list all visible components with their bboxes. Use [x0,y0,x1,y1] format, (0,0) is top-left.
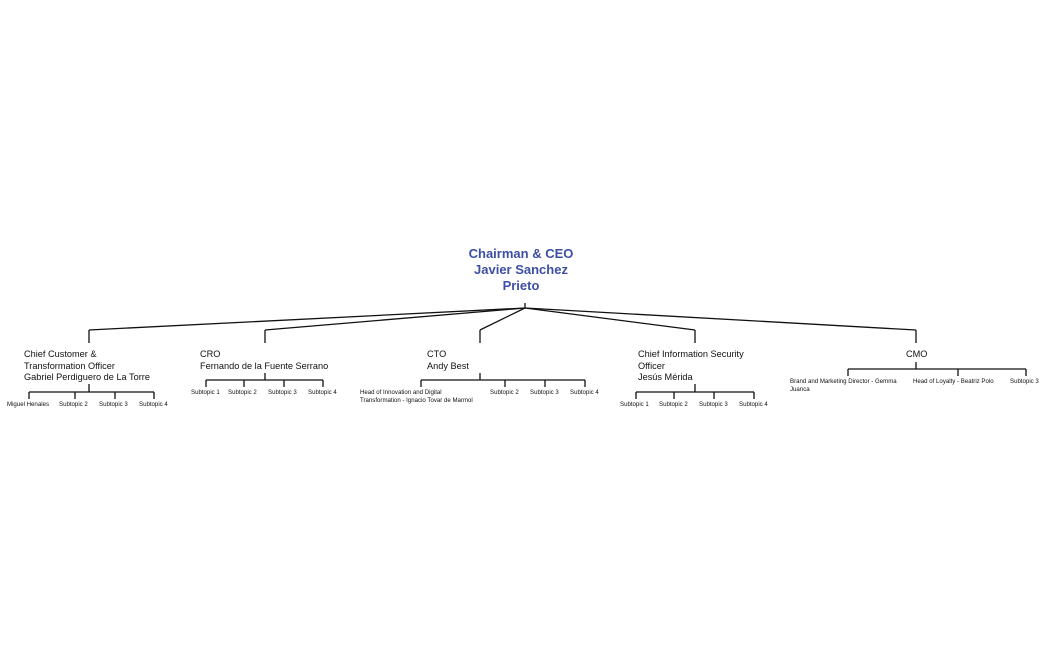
leaf-node: Subtopic 1 [191,389,220,397]
leaf-label: Subtopic 4 [308,389,337,396]
leaf-node: Subtopic 2 [228,389,257,397]
leaf-label: Subtopic 2 [228,389,257,396]
leaf-label: Miguel Henales [7,401,50,408]
branch-line: Jesús Mérida [638,372,693,382]
leaf-label: Transformation - Ignacio Tovar de Marmol [360,397,473,404]
root-to-branch-line [264,307,526,331]
root-to-branch-line [524,307,917,331]
leaf-node: Subtopic 4 [739,401,768,409]
leaf-label: Brand and Marketing Director - Gemma [790,378,897,385]
leaf-node: Subtopic 4 [308,389,337,397]
root-name: Javier Sanchez [474,262,568,277]
leaf-label: Subtopic 3 [530,389,559,396]
leaf-label: Subtopic 2 [490,389,519,396]
branch-line: CRO [200,349,221,359]
root-to-branch-line [524,307,696,331]
branch-line: Fernando de la Fuente Serrano [200,360,329,371]
leaf-node: Miguel Henales [7,401,49,409]
branch-line: Andy Best [427,360,469,371]
root-title: Chairman & CEO [468,246,574,261]
leaf-label: Subtopic 3 [1010,378,1039,385]
leaf-node: Subtopic 4 [139,401,168,409]
leaf-label: Juanca [790,386,810,393]
leaf-node: Subtopic 2 [490,389,519,397]
leaf-label: Subtopic 4 [739,401,768,408]
leaf-node: Head of Innovation and Digital Transform… [360,389,473,405]
branch-line: Chief Information Security [638,349,744,359]
leaf-label: Subtopic 3 [699,401,728,408]
leaf-label: Subtopic 1 [191,389,220,396]
leaf-label: Subtopic 2 [59,401,88,408]
branch-line: CTO [427,349,447,359]
leaf-node: Subtopic 3 [530,389,559,397]
leaf-node: Subtopic 3 [268,389,297,397]
leaf-node: Subtopic 4 [570,389,599,397]
leaf-label: Head of Loyalty - Beatriz Polo [913,378,994,385]
root-name-cont: Prieto [502,278,540,293]
leaf-node: Subtopic 2 [59,401,88,409]
leaf-node: Head of Loyalty - Beatriz Polo [913,378,994,386]
leaf-node: Subtopic 3 [1010,378,1039,386]
leaf-label: Subtopic 3 [268,389,297,396]
branch-line: Gabriel Perdiguero de La Torre [24,372,150,382]
branch-line: Chief Customer & [24,349,97,359]
branch-line: Officer [638,360,665,371]
root-to-branch-line [88,307,526,331]
branch-node-cro: CRO Fernando de la Fuente Serrano [200,349,328,372]
branch-node-cto: CTO Andy Best [427,349,469,372]
leaf-label: Subtopic 2 [659,401,688,408]
leaf-label: Subtopic 4 [139,401,168,408]
root-to-branch-line [479,307,526,331]
branch-node-cco: Chief Customer & Transformation Officer … [24,349,150,384]
leaf-node: Brand and Marketing Director - Gemma Jua… [790,378,897,394]
leaf-node: Subtopic 1 [620,401,649,409]
root-node: Chairman & CEO Javier Sanchez Prieto [421,246,621,294]
leaf-node: Subtopic 3 [699,401,728,409]
leaf-label: Subtopic 4 [570,389,599,396]
branch-node-ciso: Chief Information Security Officer Jesús… [638,349,744,384]
leaf-label: Subtopic 3 [99,401,128,408]
leaf-label: Head of Innovation and Digital [360,389,442,396]
branch-node-cmo: CMO [906,349,927,361]
branch-line: Transformation Officer [24,360,115,371]
leaf-node: Subtopic 3 [99,401,128,409]
leaf-label: Subtopic 1 [620,401,649,408]
branch-line: CMO [906,349,928,359]
leaf-node: Subtopic 2 [659,401,688,409]
